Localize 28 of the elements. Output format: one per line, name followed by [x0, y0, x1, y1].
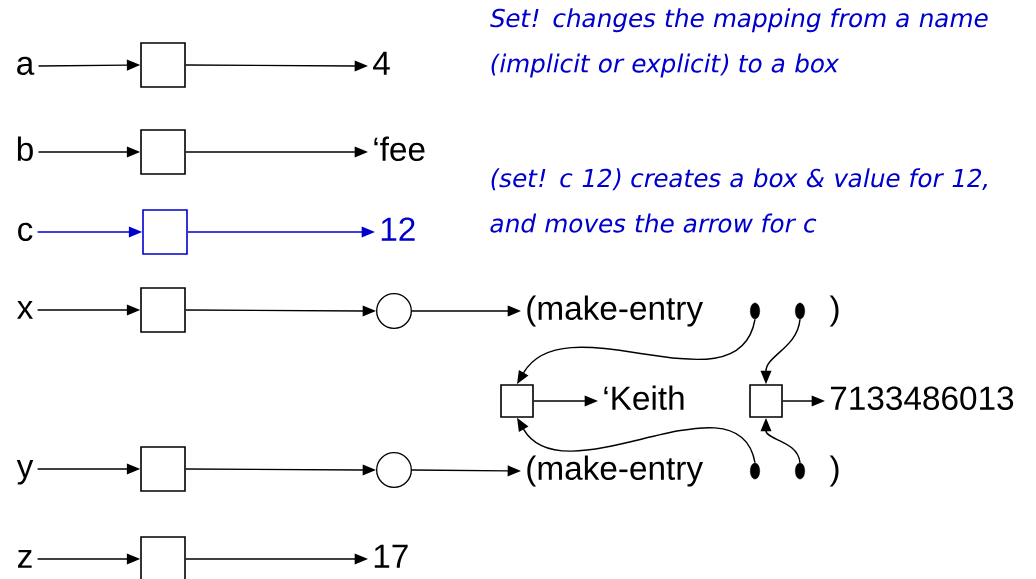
paren-text: ): [829, 295, 839, 327]
storage-box: [140, 287, 186, 333]
variable-name: x: [17, 301, 33, 319]
storage-box: [140, 536, 186, 579]
storage-box: [500, 384, 534, 418]
variable-name: a: [17, 56, 35, 75]
value-text: ‘fee: [374, 136, 425, 161]
note-text: (set! c 12) creates a box & value for 12, and moves the arrow for c: [490, 168, 987, 233]
value-text: 7133486013: [831, 386, 1014, 410]
circle: [376, 293, 412, 329]
variable-name: b: [17, 136, 33, 161]
storage-box: [140, 129, 186, 175]
variable-name: z: [18, 550, 32, 568]
paren-text: ): [829, 455, 839, 487]
storage-box: [140, 446, 186, 492]
storage-box: [140, 42, 186, 88]
value-text: 4: [373, 51, 390, 75]
storage-box: [142, 209, 188, 255]
note-text: Set! changes the mapping from a name (implicit or explicit) to a box: [490, 8, 988, 78]
value-text: 12: [381, 217, 415, 241]
variable-name: c: [18, 222, 33, 241]
circle: [376, 452, 412, 488]
value-text: ‘Keith: [604, 385, 684, 410]
expression-text: (make-entry: [527, 455, 703, 487]
variable-name: y: [16, 460, 34, 485]
expression-text: (make-entry: [527, 295, 703, 327]
storage-box: [749, 384, 783, 418]
value-text: 17: [374, 544, 408, 568]
